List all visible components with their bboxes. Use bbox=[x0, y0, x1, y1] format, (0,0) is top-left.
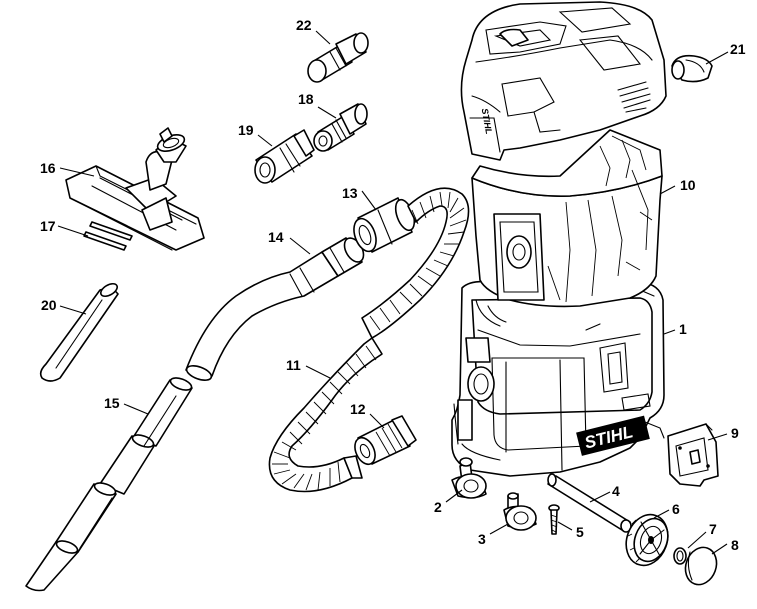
part-6-wheel bbox=[625, 513, 669, 567]
part-12-hose-connector bbox=[354, 415, 417, 466]
leader-19 bbox=[257, 134, 273, 147]
callout-6: 6 bbox=[672, 501, 680, 517]
leader-2 bbox=[445, 489, 463, 503]
part-5-screw bbox=[548, 504, 560, 535]
callout-3: 3 bbox=[478, 531, 486, 547]
callout-17: 17 bbox=[40, 218, 56, 234]
callout-13: 13 bbox=[342, 185, 358, 201]
part-2-caster bbox=[451, 457, 487, 499]
leader-12 bbox=[369, 413, 385, 429]
leader-18 bbox=[317, 106, 337, 119]
callout-22: 22 bbox=[296, 17, 312, 33]
callout-12: 12 bbox=[350, 401, 366, 417]
leader-6 bbox=[653, 509, 670, 519]
callout-1: 1 bbox=[679, 321, 687, 337]
part-3-caster bbox=[503, 492, 537, 531]
callout-8: 8 bbox=[731, 537, 739, 553]
part-21-clip bbox=[671, 54, 713, 83]
part-19-adapter bbox=[254, 129, 315, 184]
leader-17 bbox=[57, 225, 89, 237]
part-7-ring bbox=[673, 547, 687, 565]
callout-5: 5 bbox=[576, 524, 584, 540]
part-20-crevice-tool bbox=[39, 282, 119, 382]
part-17-strips bbox=[83, 221, 133, 251]
leader-10 bbox=[659, 185, 676, 195]
leader-5 bbox=[557, 521, 573, 531]
lid-head: STIHL bbox=[460, 1, 667, 161]
part-11-corrugated-hose bbox=[268, 187, 470, 493]
leader-lines bbox=[57, 30, 729, 555]
part-15-extension-tubes bbox=[25, 377, 193, 592]
lid-stihl-logo-text: STIHL bbox=[480, 108, 494, 135]
part-10-filter-bag bbox=[471, 129, 663, 331]
leader-21 bbox=[705, 51, 729, 65]
leader-11 bbox=[305, 365, 331, 379]
part-8-hubcap bbox=[684, 546, 718, 586]
callout-10: 10 bbox=[680, 177, 696, 193]
part-13-sleeve bbox=[353, 197, 416, 253]
callout-21: 21 bbox=[730, 41, 746, 57]
callout-4: 4 bbox=[612, 483, 620, 499]
leader-22 bbox=[315, 30, 331, 45]
callout-15: 15 bbox=[104, 395, 120, 411]
callout-9: 9 bbox=[731, 425, 739, 441]
leader-3 bbox=[489, 523, 509, 535]
leader-15 bbox=[123, 403, 149, 415]
leader-8 bbox=[711, 543, 728, 555]
callout-numbers: 22 18 19 16 17 20 15 14 13 11 12 21 10 1… bbox=[40, 17, 746, 553]
leader-14 bbox=[289, 237, 311, 255]
callout-2: 2 bbox=[434, 499, 442, 515]
callout-11: 11 bbox=[286, 357, 301, 373]
part-22-connector bbox=[307, 32, 369, 83]
part-1-container: STIHL bbox=[451, 280, 665, 477]
leader-9 bbox=[707, 433, 728, 441]
part-18-connector bbox=[313, 103, 368, 152]
lid-stihl-logo: STIHL bbox=[480, 108, 494, 135]
callout-16: 16 bbox=[40, 160, 56, 176]
part-14-hose-handle bbox=[185, 237, 365, 381]
leader-16 bbox=[59, 167, 95, 177]
callout-20: 20 bbox=[41, 297, 57, 313]
part-16-floor-nozzle bbox=[65, 127, 205, 251]
leader-13 bbox=[361, 190, 377, 211]
leader-7 bbox=[687, 531, 707, 549]
leader-1 bbox=[663, 329, 676, 335]
part-4-axle bbox=[547, 473, 632, 533]
leader-4 bbox=[589, 491, 611, 503]
callout-14: 14 bbox=[268, 229, 284, 245]
callout-18: 18 bbox=[298, 91, 314, 107]
callout-19: 19 bbox=[238, 122, 254, 138]
callout-7: 7 bbox=[709, 521, 717, 537]
leader-20 bbox=[59, 305, 87, 315]
part-9-bracket bbox=[667, 423, 719, 487]
